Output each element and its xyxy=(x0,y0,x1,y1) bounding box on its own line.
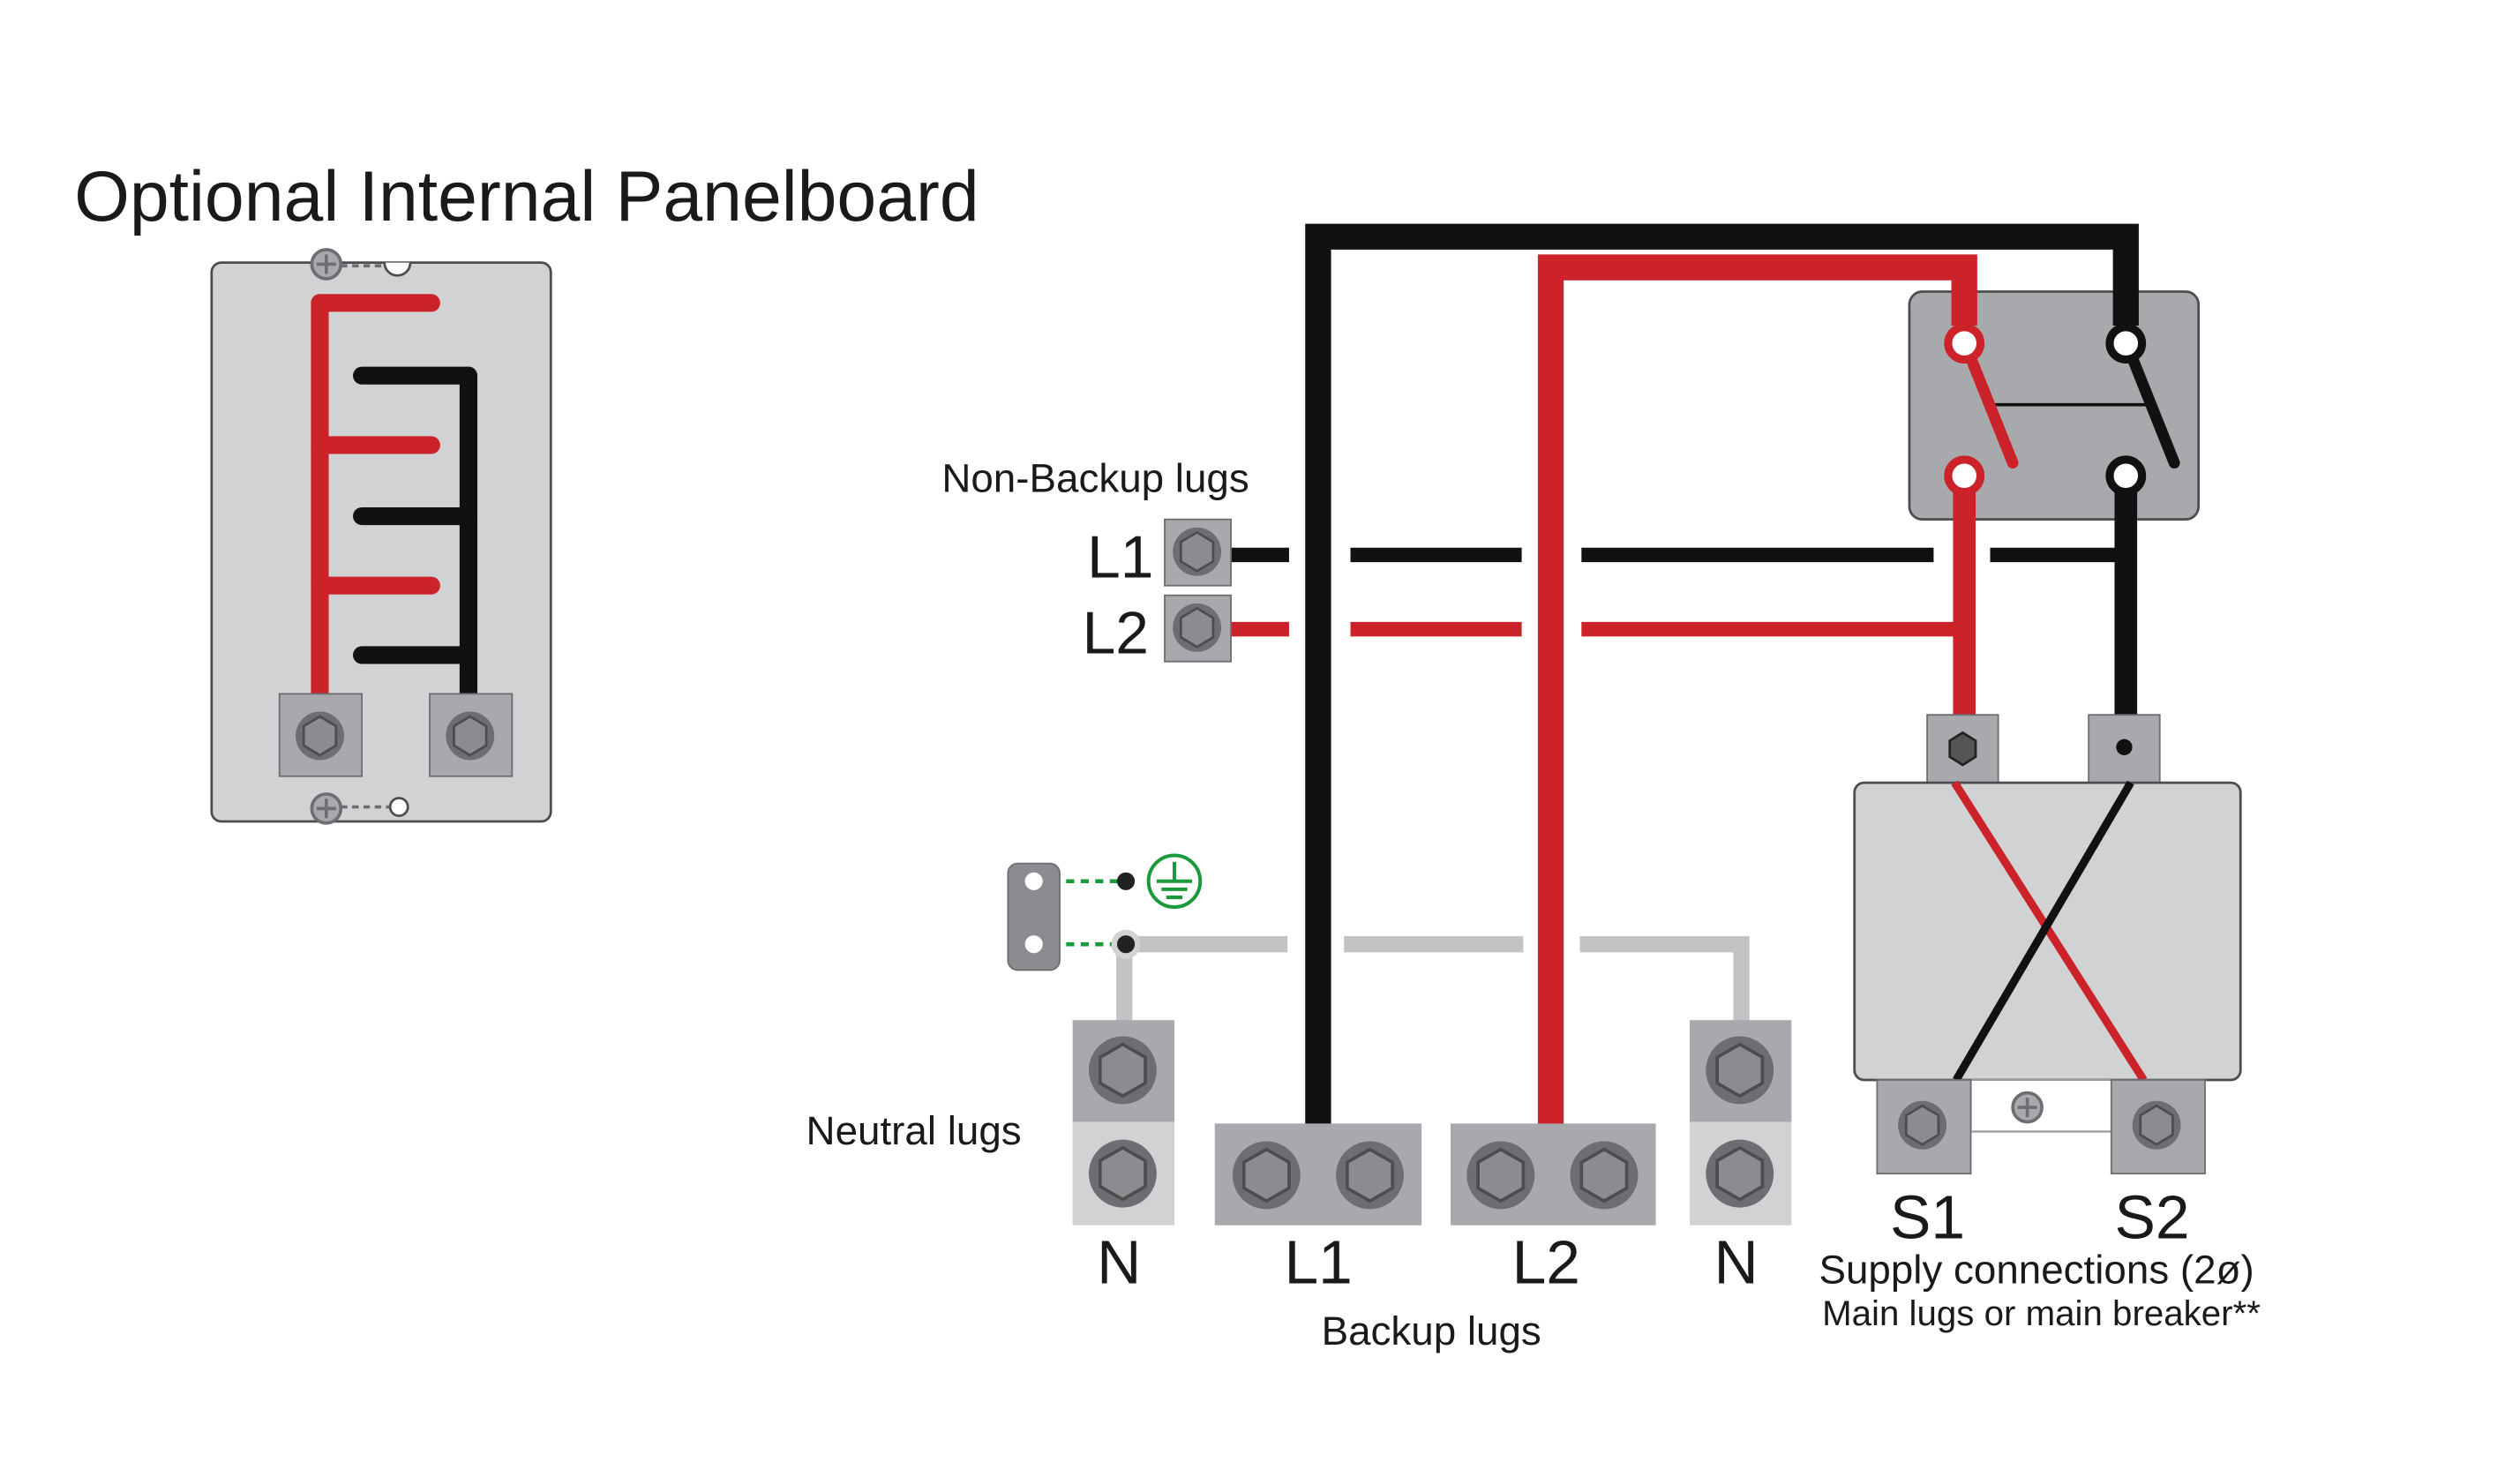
hex-bolt-icon xyxy=(1465,1139,1537,1211)
panelboard-red-bus xyxy=(311,294,440,708)
neutral-lug-right xyxy=(1689,1020,1792,1226)
non-backup-l1-label: L1 xyxy=(1087,525,1153,591)
hex-bolt-icon xyxy=(1704,1137,1776,1210)
backup-lugs-label: Backup lugs xyxy=(1322,1308,1541,1353)
backup-lug-l2 xyxy=(1451,1123,1656,1226)
hex-bolt-icon xyxy=(1087,1137,1159,1210)
hex-bolt-icon xyxy=(1231,1139,1302,1211)
hex-bolt-icon xyxy=(294,710,346,761)
screw-icon xyxy=(310,792,343,825)
hex-bolt-icon xyxy=(1334,1139,1406,1211)
ground-bracket xyxy=(1007,862,1061,971)
neutral-bar xyxy=(1116,936,1750,1023)
supply-connections-label: Supply connections (2ø) xyxy=(1819,1248,2254,1293)
hex-bolt-icon xyxy=(1568,1139,1640,1211)
panelboard-black-bus xyxy=(353,366,477,708)
non-backup-lugs-label: Non-Backup lugs xyxy=(941,456,1249,501)
neutral-left-label: N xyxy=(1097,1228,1141,1297)
supply-s1-label: S1 xyxy=(1890,1182,1965,1251)
non-backup-l2-label: L2 xyxy=(1083,601,1149,667)
backup-l2-label: L2 xyxy=(1512,1228,1580,1297)
backup-l2-conductor xyxy=(1537,254,1977,1126)
hex-bolt-icon xyxy=(1896,1099,1948,1151)
hex-bolt-icon xyxy=(1087,1034,1159,1106)
supply-s2-label: S2 xyxy=(2114,1182,2189,1251)
neutral-right-label: N xyxy=(1714,1228,1758,1297)
neutral-lug-left xyxy=(1072,1020,1174,1226)
screw-icon xyxy=(310,248,343,281)
neutral-lugs-label: Neutral lugs xyxy=(806,1108,1022,1153)
hex-bolt-icon xyxy=(1171,526,1223,578)
backup-l1-conductor xyxy=(1305,223,2139,1126)
hex-bolt-icon xyxy=(1704,1034,1776,1106)
hex-bolt-icon xyxy=(2131,1099,2182,1151)
switch-contacts xyxy=(1944,323,2147,497)
hex-bolt-icon xyxy=(444,710,496,761)
screw-icon xyxy=(2011,1091,2044,1124)
internal-panelboard: Optional Internal Panelboard xyxy=(74,157,979,825)
supply-subtitle-label: Main lugs or main breaker** xyxy=(1822,1293,2261,1333)
panelboard-title: Optional Internal Panelboard xyxy=(74,157,979,236)
hex-bolt-icon xyxy=(1171,602,1223,654)
ground-symbol-icon xyxy=(1146,853,1203,910)
backup-l1-label: L1 xyxy=(1284,1228,1352,1297)
backup-lug-l1 xyxy=(1214,1123,1422,1226)
